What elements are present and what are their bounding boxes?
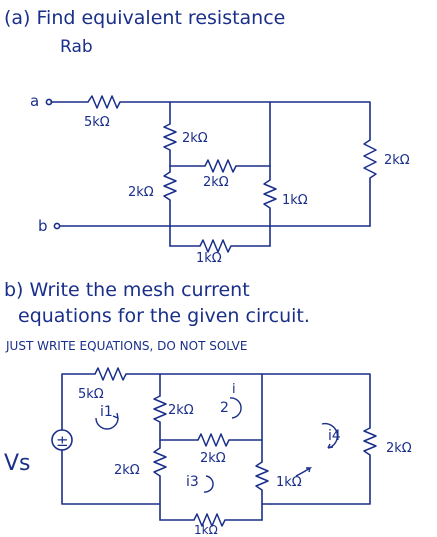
resistor-2k-lower-a (163, 171, 177, 201)
resistor-1k-vert-b (255, 461, 269, 491)
mesh-current-i3-label: i3 (186, 474, 199, 490)
resistor-2k-lower-b-label: 2kΩ (114, 463, 140, 478)
resistor-2k-right-a (363, 139, 377, 179)
voltage-source-polarity: ± (56, 432, 69, 450)
wire-top-a (119, 101, 371, 141)
resistor-2k-upper-a (163, 123, 177, 151)
resistor-1k-bottom-a-label: 1kΩ (196, 251, 222, 266)
terminal-a-label: a (30, 92, 39, 110)
mesh-arrow-i2 (229, 397, 242, 419)
part-b-title-line2: equations for the given circuit. (18, 305, 310, 327)
part-b-title-line1: b) Write the mesh current (4, 279, 250, 301)
mesh-current-i4-label: i4 (328, 428, 341, 444)
resistor-5k-b-label: 5kΩ (78, 387, 104, 402)
source-vs-label: Vs (4, 451, 31, 476)
wire-mid-rail-a2 (235, 101, 271, 167)
mesh-current-i2: i 2 (220, 382, 242, 419)
part-b-instruction: JUST WRITE EQUATIONS, DO NOT SOLVE (5, 339, 247, 353)
terminal-b-node (53, 222, 61, 230)
part-a-title: (a) Find equivalent resistance (4, 7, 285, 29)
wire-source-top (61, 373, 96, 431)
resistor-2k-upper-b (153, 395, 167, 423)
mesh-current-i2-label: 2 (220, 400, 229, 416)
mesh-arrow-i1 (95, 417, 119, 430)
resistor-1k-vert-b-label: 1kΩ (276, 475, 302, 490)
mesh-arrow-i4-tail (295, 467, 313, 477)
part-a-subject: Rab (60, 37, 93, 57)
resistor-1k-bottom-b-label: 1kΩ (194, 523, 218, 537)
mesh-arrow-i3 (203, 475, 214, 493)
resistor-1k-bottom-a (199, 239, 232, 253)
mesh-arrow-i4 (321, 422, 339, 449)
resistor-5k-a-label: 5kΩ (84, 115, 110, 130)
resistor-1k-vert-a (263, 179, 277, 209)
wire-right-bottom-b (269, 454, 371, 505)
mesh-current-i2-top: i (232, 382, 236, 397)
resistor-2k-lower-a-label: 2kΩ (128, 185, 154, 200)
mesh-current-i1: i1 (95, 404, 119, 430)
wire-source-bottom (61, 449, 161, 505)
resistor-2k-mid-b (197, 433, 230, 447)
resistor-2k-right-a-label: 2kΩ (384, 153, 410, 168)
circuit-b: Vs ± 5kΩ 2kΩ 2kΩ 2kΩ 2kΩ 1kΩ (4, 367, 412, 537)
circuit-a: a 5kΩ 2kΩ b 2kΩ 2kΩ 2kΩ 1kΩ (30, 92, 410, 266)
resistor-2k-mid-b-label: 2kΩ (200, 451, 226, 466)
resistor-2k-upper-b-label: 2kΩ (168, 403, 194, 418)
resistor-1k-bottom-b (193, 513, 226, 527)
mesh-current-i4: i4 (295, 422, 341, 477)
mesh-current-i3: i3 (186, 474, 214, 493)
resistor-2k-upper-a-label: 2kΩ (182, 131, 208, 146)
wire-top-b (125, 373, 371, 429)
resistor-1k-vert-a-label: 1kΩ (282, 193, 308, 208)
resistor-2k-right-b (363, 427, 377, 456)
resistor-5k-b (94, 367, 127, 381)
resistor-2k-mid-a (204, 159, 237, 173)
terminal-b-label: b (38, 217, 48, 235)
resistor-5k-a (87, 95, 121, 109)
resistor-2k-right-b-label: 2kΩ (386, 441, 412, 456)
resistor-2k-mid-a-label: 2kΩ (203, 175, 229, 190)
resistor-2k-lower-b (153, 447, 167, 477)
mesh-current-i1-label: i1 (100, 404, 113, 420)
